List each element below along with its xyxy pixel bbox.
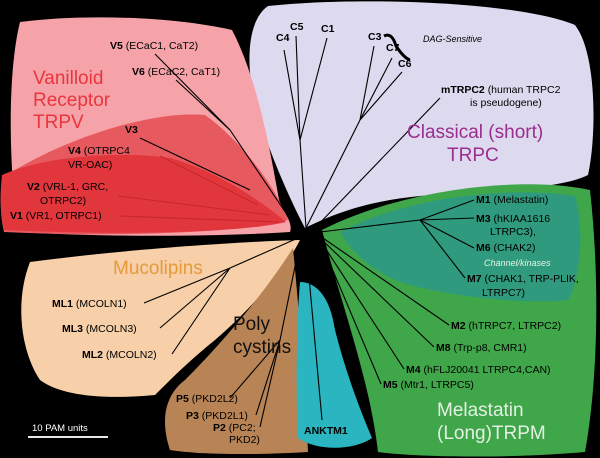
leaf-m8: M8 (Trp-p8, CMR1) (436, 342, 527, 354)
branch-c4 (283, 49, 301, 141)
branch-ml-trunk (229, 237, 299, 269)
leaf-m6: M6 (CHAK2) (476, 242, 536, 254)
leaf-c6: C6 (398, 58, 412, 70)
branch-v2 (117, 195, 271, 216)
leaf-c5: C5 (290, 21, 304, 33)
mucolipin-region (21, 240, 301, 397)
branch-v6 (175, 79, 231, 131)
leaf-ml1: ML1 (MCOLN1) (52, 298, 127, 310)
leaf-m2: M2 (hTRPC7, LTRPC2) (451, 320, 561, 332)
branch-mtrpc2 (314, 97, 441, 229)
leaf-m7: M7 (CHAK1, TRP-PLIK, (467, 273, 579, 285)
dag-sensitive-bracket (383, 33, 411, 62)
dag-sensitive-label: DAG-Sensitive (423, 34, 482, 44)
leaf-m5: M5 (Mtr1, LTRPC5) (383, 379, 474, 391)
branch-c6 (359, 71, 403, 121)
trpm-title-line2: (Long)TRPM (437, 423, 546, 444)
leaf-v2-line2: OTRPC2) (40, 195, 86, 207)
leaf-p5: P5 (PKD2L2) (176, 393, 238, 405)
leaf-p3: P3 (PKD2L1) (186, 410, 248, 422)
trpc-title-line1: Classical (short) (407, 122, 543, 143)
branch-m7 (419, 219, 466, 279)
channel-kinases-label: Channel/kinases (484, 258, 551, 268)
leaf-c4: C4 (276, 32, 290, 44)
leaf-v4: V4 (OTRPC4 (68, 145, 130, 157)
branch-m1 (419, 199, 475, 221)
branch-trpm-trunk (319, 219, 421, 233)
trpc-region (249, 1, 594, 229)
branch-m3 (419, 217, 475, 221)
trpv-core-region (0, 154, 287, 233)
trpv-title-line3: TRPV (33, 112, 84, 133)
leaf-v1: V1 (VR1, OTRPC1) (10, 210, 102, 222)
leaf-m4: M4 (hFLJ20041 LTRPC4,CAN) (406, 364, 551, 376)
anktm-title: ANKTM1 (304, 425, 348, 437)
branch-m2 (319, 235, 450, 326)
leaf-p2: P2 (PC2; (213, 422, 256, 434)
leaf-p2-line2: PKD2) (229, 434, 260, 446)
leaf-mtrpc2-line2: is pseudogene) (470, 97, 542, 109)
branch-v1 (119, 215, 281, 223)
branch-trpc-right (305, 119, 361, 229)
branch-m5 (319, 239, 382, 385)
trpv-title-line1: Vanilloid (33, 68, 103, 89)
branch-trpc-trunk (299, 139, 307, 229)
branch-v3 (139, 137, 251, 191)
branch-c7 (359, 57, 393, 121)
branch-c3 (359, 45, 375, 121)
trpv-title-line2: Receptor (33, 90, 111, 111)
trpm-inner-region (340, 192, 581, 302)
branch-anktm1 (305, 243, 323, 421)
branch-ml3 (159, 267, 231, 329)
leaf-v2: V2 (VRL-1, GRC, (27, 181, 108, 193)
branch-v4 (159, 155, 259, 206)
leaf-c3: C3 (368, 31, 382, 43)
branch-m6 (419, 219, 475, 249)
branch-ml1 (143, 267, 231, 304)
branch-m8 (319, 237, 435, 348)
polycystin-title-line2: cystins (233, 337, 291, 358)
branch-c1 (299, 37, 328, 141)
branch-v5 (154, 53, 231, 131)
leaf-c7: C7 (386, 42, 400, 54)
trpc-title-line2: TRPC (447, 145, 499, 166)
branch-p-trunk (279, 241, 301, 341)
leaf-v3: V3 (125, 124, 138, 136)
leaf-ml2: ML2 (MCOLN2) (82, 349, 157, 361)
leaf-v6: V6 (ECaC2, CaT1) (132, 66, 220, 78)
anktm-region (296, 282, 372, 448)
branch-ml2 (171, 267, 231, 355)
branch-trpv-trunk (229, 129, 297, 229)
scale-bar-label: 10 PAM units (32, 423, 88, 434)
leaf-ml3: ML3 (MCOLN3) (62, 323, 137, 335)
leaf-m3-line2: LTRPC3), (490, 226, 536, 238)
leaf-m3: M3 (hKIAA1616 (476, 213, 550, 225)
branch-m4 (319, 239, 405, 370)
branch-p5 (229, 339, 281, 399)
trpm-title-line1: Melastatin (437, 400, 524, 421)
polycystin-region (165, 248, 308, 455)
branch-p2 (259, 339, 281, 428)
branch-c5 (295, 35, 301, 141)
mucolipin-title: Mucolipins (113, 258, 203, 279)
branch-p3 (255, 339, 281, 416)
leaf-v5: V5 (ECaC1, CaT2) (110, 40, 198, 52)
leaf-v4-line2: VR-OAC) (68, 159, 112, 171)
leaf-m1: M1 (Melastatin) (476, 194, 548, 206)
leaf-mtrpc2: mTRPC2 (human TRPC2 (441, 84, 561, 96)
polycystin-title-line1: Poly (233, 314, 270, 335)
tree-branches (117, 33, 475, 428)
leaf-m7-line2: LTRPC7) (482, 287, 525, 299)
leaf-c1: C1 (321, 23, 335, 35)
